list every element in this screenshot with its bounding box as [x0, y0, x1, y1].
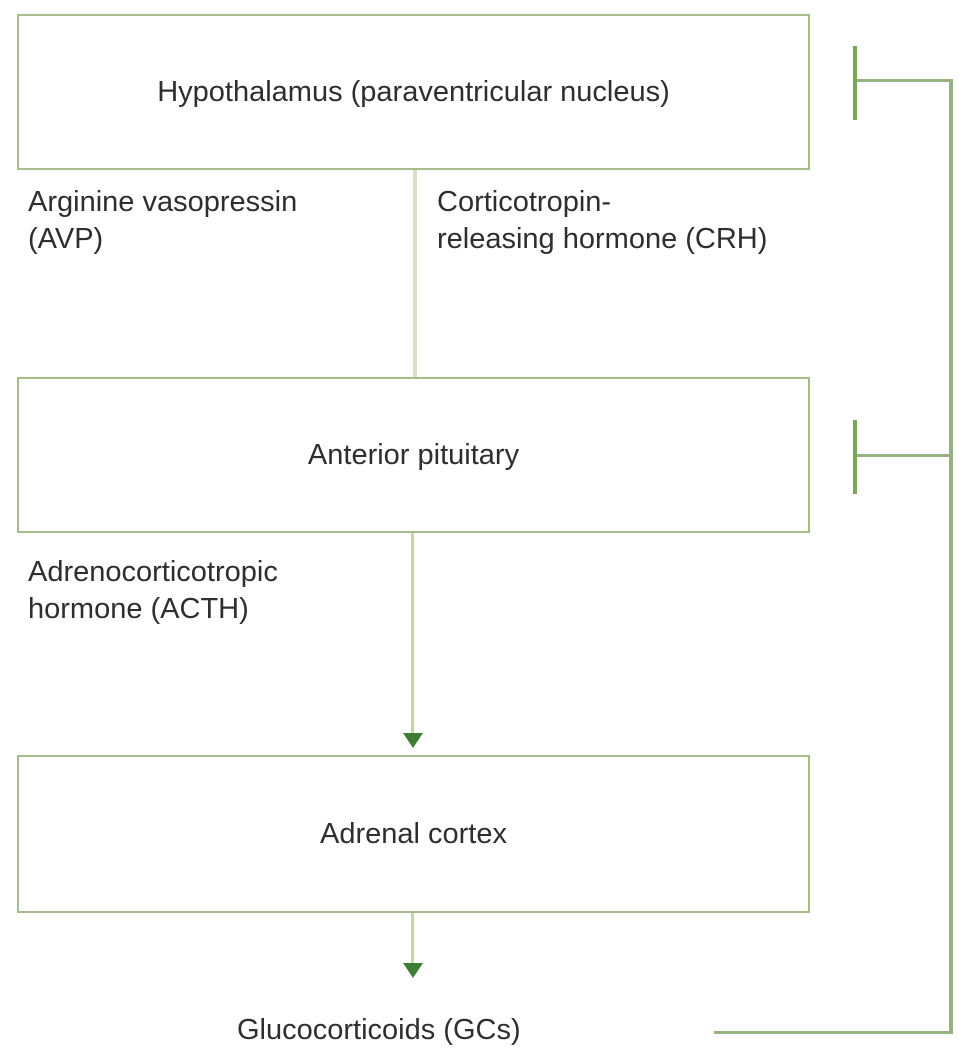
inhibition-bar-icon: [853, 46, 857, 120]
adrenal-cortex-label: Adrenal cortex: [320, 817, 507, 850]
adrenal-cortex-node: Adrenal cortex: [17, 755, 810, 913]
glucocorticoids-label: Glucocorticoids (GCs): [237, 1014, 521, 1046]
anterior-pituitary-label: Anterior pituitary: [307, 438, 520, 471]
hypothalamus-to-pituitary-connector: [413, 170, 417, 377]
hypothalamus-node: Hypothalamus (paraventricular nucleus): [17, 14, 810, 170]
anterior-pituitary-node: Anterior pituitary: [17, 377, 810, 533]
arrow-down-icon: [403, 963, 423, 978]
crh-label: Corticotropin- releasing hormone (CRH): [437, 186, 768, 255]
feedback-line-right: [949, 79, 953, 1033]
inhibition-bar-icon: [853, 420, 857, 494]
acth-label: Adrenocorticotropic hormone (ACTH): [28, 556, 278, 625]
hypothalamus-label: Hypothalamus (paraventricular nucleus): [157, 75, 670, 108]
adrenal-to-glucocorticoids-connector: [411, 913, 414, 964]
feedback-line-bottom: [714, 1031, 953, 1034]
arrow-down-icon: [403, 733, 423, 748]
feedback-branch-to-hypothalamus: [856, 79, 951, 82]
avp-label: Arginine vasopressin (AVP): [28, 186, 298, 255]
feedback-branch-to-pituitary: [856, 454, 951, 457]
pituitary-to-adrenal-connector: [411, 533, 414, 734]
